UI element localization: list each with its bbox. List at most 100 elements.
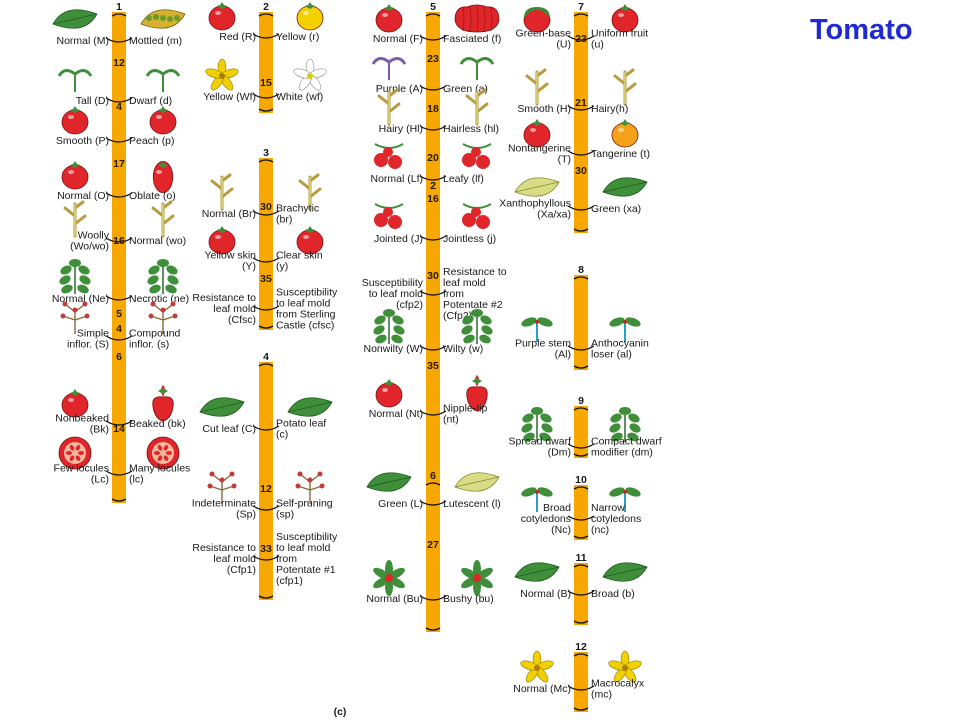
chromosome-number: 6 [430, 470, 436, 482]
chromosome-3-bar [259, 158, 273, 330]
trait-label-dominant: Indeterminate(Sp) [192, 498, 256, 521]
tomato-cluster-icon [374, 143, 404, 169]
map-distance: 2 [430, 180, 436, 192]
locus-mark [105, 237, 133, 243]
trait-label-recessive: Lutescent (l) [443, 498, 501, 510]
locus-mark [252, 425, 280, 431]
trait-label-recessive: Normal (wo) [129, 235, 186, 247]
tomato-icon [208, 2, 236, 31]
trait-label-recessive: Yellow (r) [276, 31, 319, 43]
trait-label-recessive: Nipple-tip(nt) [443, 403, 488, 426]
map-distance: 23 [427, 53, 439, 65]
map-distance: 27 [427, 539, 439, 551]
trait-label-dominant: Normal (Mc) [513, 683, 571, 695]
trait-label-dominant: Normal (Ne) [52, 293, 109, 305]
chromosome-end-mark [573, 228, 589, 232]
trait-label-dominant: Smooth (H) [517, 103, 571, 115]
trait-label-recessive: Tangerine (t) [591, 148, 650, 160]
locus-mark [567, 35, 595, 41]
map-distance: 33 [260, 543, 272, 555]
star-plant-icon [373, 560, 405, 596]
compound-leaf-icon [59, 259, 91, 294]
chromosome-end-mark [111, 498, 127, 502]
tomato-section-icon [146, 436, 180, 470]
inflorescence-icon [148, 301, 178, 334]
stem-icon [210, 173, 234, 211]
trait-label-dominant: Normal (O) [57, 190, 109, 202]
leaf-icon [602, 177, 648, 197]
locus-mark [105, 192, 133, 198]
tomato-icon [61, 389, 89, 418]
locus-mark [252, 210, 280, 216]
chromosome-end-mark [111, 13, 127, 17]
chromosome-end-mark [573, 564, 589, 568]
star-plant-icon [461, 560, 493, 596]
tomato-icon [61, 161, 89, 190]
map-distance: 16 [113, 235, 125, 247]
chromosome-end-mark [258, 108, 274, 112]
trait-label-dominant: Xanthophyllous(Xa/xa) [499, 198, 571, 221]
compound-leaf-icon [609, 407, 641, 442]
trait-label-dominant: Jointed (J) [374, 233, 423, 245]
trait-label-dominant: Normal (M) [57, 35, 110, 47]
trait-label-dominant: Green-base(U) [516, 28, 572, 51]
map-distance: 30 [575, 165, 587, 177]
locus-mark [105, 97, 133, 103]
map-distance: 35 [260, 273, 272, 285]
map-distance: 6 [116, 351, 122, 363]
trait-label-dominant: Smooth (P) [56, 135, 109, 147]
chromosome-end-mark [258, 595, 274, 599]
locus-mark [567, 685, 595, 691]
trait-label-recessive: Mottled (m) [129, 35, 182, 47]
beaked-tomato-icon [152, 385, 174, 422]
chromosome-end-mark [258, 13, 274, 17]
map-distance: 16 [427, 193, 439, 205]
trait-label-recessive: Hairless (hl) [443, 123, 499, 135]
tomato-icon [611, 4, 639, 33]
trait-label-recessive: Leafy (lf) [443, 173, 484, 185]
locus-mark [567, 590, 595, 596]
trait-label-dominant: Normal (Nt) [369, 408, 423, 420]
map-distance: 5 [116, 308, 122, 320]
trait-label-dominant: Spread dwarf(Dm) [509, 436, 572, 459]
locus-mark [567, 205, 595, 211]
locus-mark [105, 37, 133, 43]
trait-label-recessive: Dwarf (d) [129, 95, 172, 107]
locus-mark [419, 595, 447, 601]
trait-label-dominant: Normal (F) [373, 33, 423, 45]
trait-label-dominant: Normal (B) [520, 588, 571, 600]
trait-label-dominant: Nonbeaked(Bk) [55, 413, 109, 436]
trait-label-recessive: Green (xa) [591, 203, 641, 215]
trait-label-dominant: Normal (Bu) [366, 593, 423, 605]
beaked-tomato-icon [466, 375, 488, 412]
yellow-tomato-icon [296, 2, 324, 31]
tomato-icon [375, 4, 403, 33]
panel-label: (c) [334, 706, 347, 718]
stem-icon [377, 88, 401, 126]
map-distance: 21 [575, 97, 587, 109]
map-distance: 4 [116, 101, 122, 113]
locus-mark [105, 420, 133, 426]
leaf-icon [199, 397, 245, 417]
trait-label-recessive: Clear skin(y) [276, 250, 323, 273]
chromosome-end-mark [573, 13, 589, 17]
trait-label-dominant: Red (R) [219, 31, 256, 43]
locus-mark [419, 235, 447, 241]
chromosome-number: 8 [578, 264, 584, 276]
leaf-icon [514, 562, 560, 582]
compound-leaf-icon [373, 309, 405, 344]
locus-mark [105, 335, 133, 341]
leaf-icon [366, 472, 412, 492]
chromosome-number: 5 [430, 1, 436, 13]
map-distance: 30 [260, 201, 272, 213]
sprout-icon [459, 57, 495, 80]
purple-sprout-icon [371, 57, 407, 80]
chromosome-4-bar [259, 362, 273, 600]
